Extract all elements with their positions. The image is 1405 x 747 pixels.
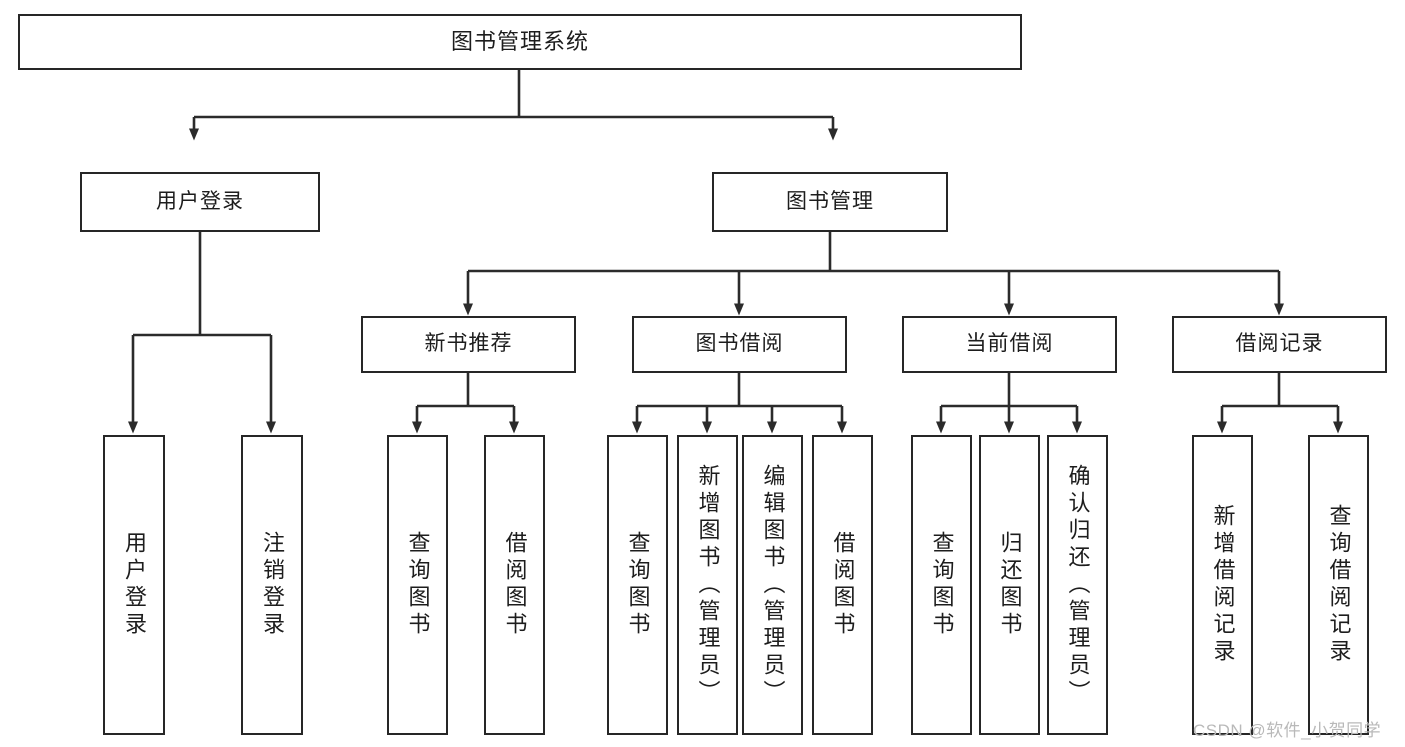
node-leaf-borrow-book[interactable]: 借阅图书 [812, 435, 873, 735]
node-label: 借阅记录 [1235, 332, 1324, 356]
node-root-book-management-system[interactable]: 图书管理系统 [18, 14, 1022, 70]
node-label: 借阅图书 [502, 531, 528, 639]
node-leaf-query-book-current[interactable]: 查询图书 [911, 435, 972, 735]
node-label: 图书管理 [786, 189, 874, 213]
node-leaf-add-book-admin[interactable]: 新增图书（管理员） [677, 435, 738, 735]
node-label: 借阅图书 [830, 531, 856, 639]
node-label: 注销登录 [260, 531, 285, 639]
node-book-borrow[interactable]: 图书借阅 [632, 316, 847, 373]
node-label: 查询图书 [625, 531, 651, 639]
node-new-book-recommend[interactable]: 新书推荐 [361, 316, 576, 373]
node-leaf-query-book-borrow[interactable]: 查询图书 [607, 435, 668, 735]
node-leaf-borrow-book-recommend[interactable]: 借阅图书 [484, 435, 545, 735]
node-label: 图书借阅 [695, 332, 784, 356]
node-leaf-query-book-recommend[interactable]: 查询图书 [387, 435, 448, 735]
node-label: 当前借阅 [965, 332, 1054, 356]
node-user-login[interactable]: 用户登录 [80, 172, 320, 232]
watermark: CSDN @软件_小贺同学 [1193, 721, 1382, 740]
node-label: 新增图书（管理员） [695, 463, 721, 707]
node-label: 确认归还（管理员） [1065, 463, 1091, 707]
node-label: 新增借阅记录 [1210, 504, 1236, 666]
node-current-borrow[interactable]: 当前借阅 [902, 316, 1117, 373]
node-leaf-query-borrow-record[interactable]: 查询借阅记录 [1308, 435, 1369, 735]
node-label: 查询借阅记录 [1326, 504, 1352, 666]
node-label: 新书推荐 [424, 332, 513, 356]
node-leaf-add-borrow-record[interactable]: 新增借阅记录 [1192, 435, 1253, 735]
node-label: 查询图书 [405, 531, 431, 639]
node-label: 用户登录 [156, 189, 244, 213]
node-label: 归还图书 [997, 531, 1023, 639]
node-leaf-logout[interactable]: 注销登录 [241, 435, 303, 735]
node-label: 用户登录 [122, 531, 147, 639]
node-leaf-confirm-return-admin[interactable]: 确认归还（管理员） [1047, 435, 1108, 735]
node-leaf-user-login[interactable]: 用户登录 [103, 435, 165, 735]
node-label: 编辑图书（管理员） [760, 463, 786, 707]
node-book-management[interactable]: 图书管理 [712, 172, 948, 232]
node-label: 查询图书 [929, 531, 955, 639]
node-leaf-return-book[interactable]: 归还图书 [979, 435, 1040, 735]
node-borrow-record[interactable]: 借阅记录 [1172, 316, 1387, 373]
node-leaf-edit-book-admin[interactable]: 编辑图书（管理员） [742, 435, 803, 735]
node-label: 图书管理系统 [450, 29, 589, 55]
